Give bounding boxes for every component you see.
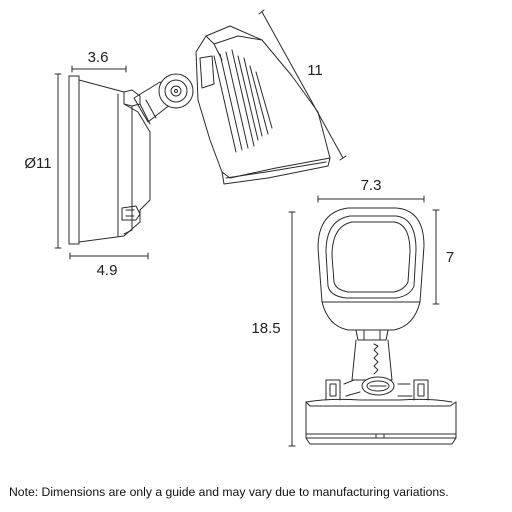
- side-wall-plate: [68, 75, 80, 245]
- dim-base-diameter: Ø11: [24, 155, 51, 172]
- dim-head-width: 7.3: [361, 177, 382, 194]
- dim-arm-depth: 3.6: [88, 49, 109, 66]
- side-head-cap: [199, 55, 215, 89]
- side-pivot-mid: [164, 79, 188, 103]
- front-lock-nut-inner: [366, 380, 390, 392]
- front-knuckle: [355, 329, 389, 341]
- front-head-face-inner: [331, 221, 411, 293]
- dim-base-depth: 4.9: [97, 262, 118, 279]
- side-fin-1: [213, 53, 243, 153]
- dim-head-height: 7: [446, 249, 454, 266]
- front-head-outer: [317, 207, 425, 331]
- front-head-face: [325, 215, 417, 299]
- side-bottom-clip: [121, 205, 141, 221]
- front-stem-threads: [373, 343, 379, 375]
- side-arm-detail: [139, 99, 157, 125]
- front-knuckle-lines: [363, 329, 381, 341]
- front-view: [305, 207, 457, 445]
- side-pivot-dot: [174, 89, 178, 93]
- side-base-rim: [123, 103, 133, 235]
- front-post-right-inner: [417, 383, 425, 397]
- dim-head-length: 11: [307, 62, 323, 79]
- front-stem-side-left: [343, 379, 361, 397]
- dimensions-note: Note: Dimensions are only a guide and ma…: [9, 485, 449, 499]
- front-base-top: [305, 398, 453, 403]
- side-head-face: [221, 157, 331, 185]
- side-pivot-inner: [170, 85, 182, 97]
- front-base-notch: [375, 433, 385, 439]
- front-post-left-inner: [329, 383, 337, 397]
- dim-overall-height: 18.5: [251, 320, 280, 337]
- side-fin-2: [225, 49, 255, 149]
- front-stem: [351, 339, 393, 381]
- side-fin-4: [249, 65, 273, 135]
- side-fin-3: [237, 55, 263, 141]
- front-stem-side-right: [397, 383, 413, 397]
- front-base-body: [305, 401, 457, 439]
- side-base-housing: [78, 79, 151, 243]
- side-clip-detail: [125, 209, 135, 217]
- side-dimension-lines: [54, 9, 347, 260]
- front-base-chamfer: [305, 401, 457, 407]
- front-post-left: [325, 379, 341, 401]
- front-base-bottom: [305, 437, 457, 445]
- front-post-right: [413, 379, 429, 401]
- side-pivot-outer: [158, 73, 194, 109]
- side-view: [68, 25, 331, 245]
- side-head-face-inner: [225, 161, 327, 179]
- front-dimension-lines: [288, 195, 440, 447]
